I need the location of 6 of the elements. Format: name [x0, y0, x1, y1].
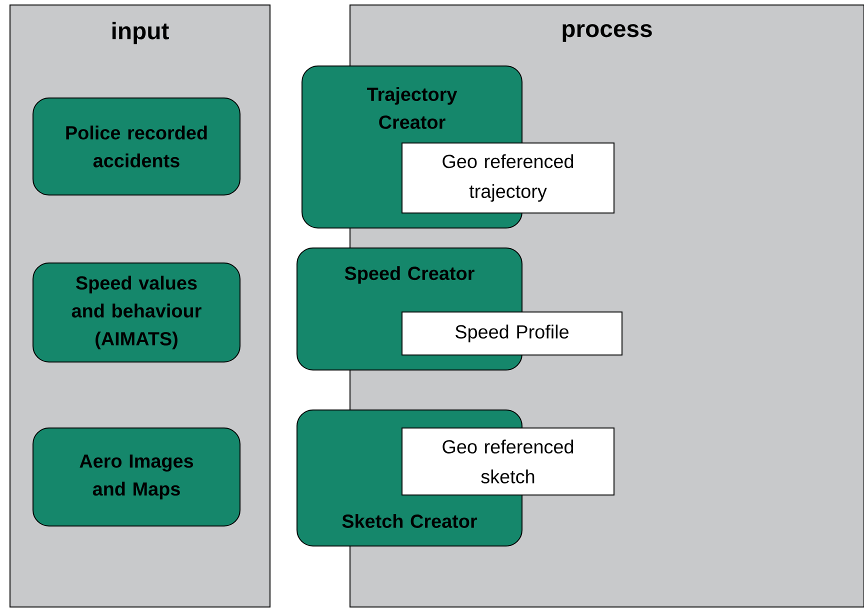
output-box: Speed Profile [402, 312, 622, 356]
process-box: Speed values and behaviour (AIMATS) [32, 262, 240, 362]
process-box: Police recorded accidents [32, 98, 240, 196]
process-box: Aero Images and Maps [32, 428, 240, 526]
output-box: Geo referenced sketch [402, 428, 614, 496]
output-box: Geo referenced trajectory [402, 142, 614, 214]
